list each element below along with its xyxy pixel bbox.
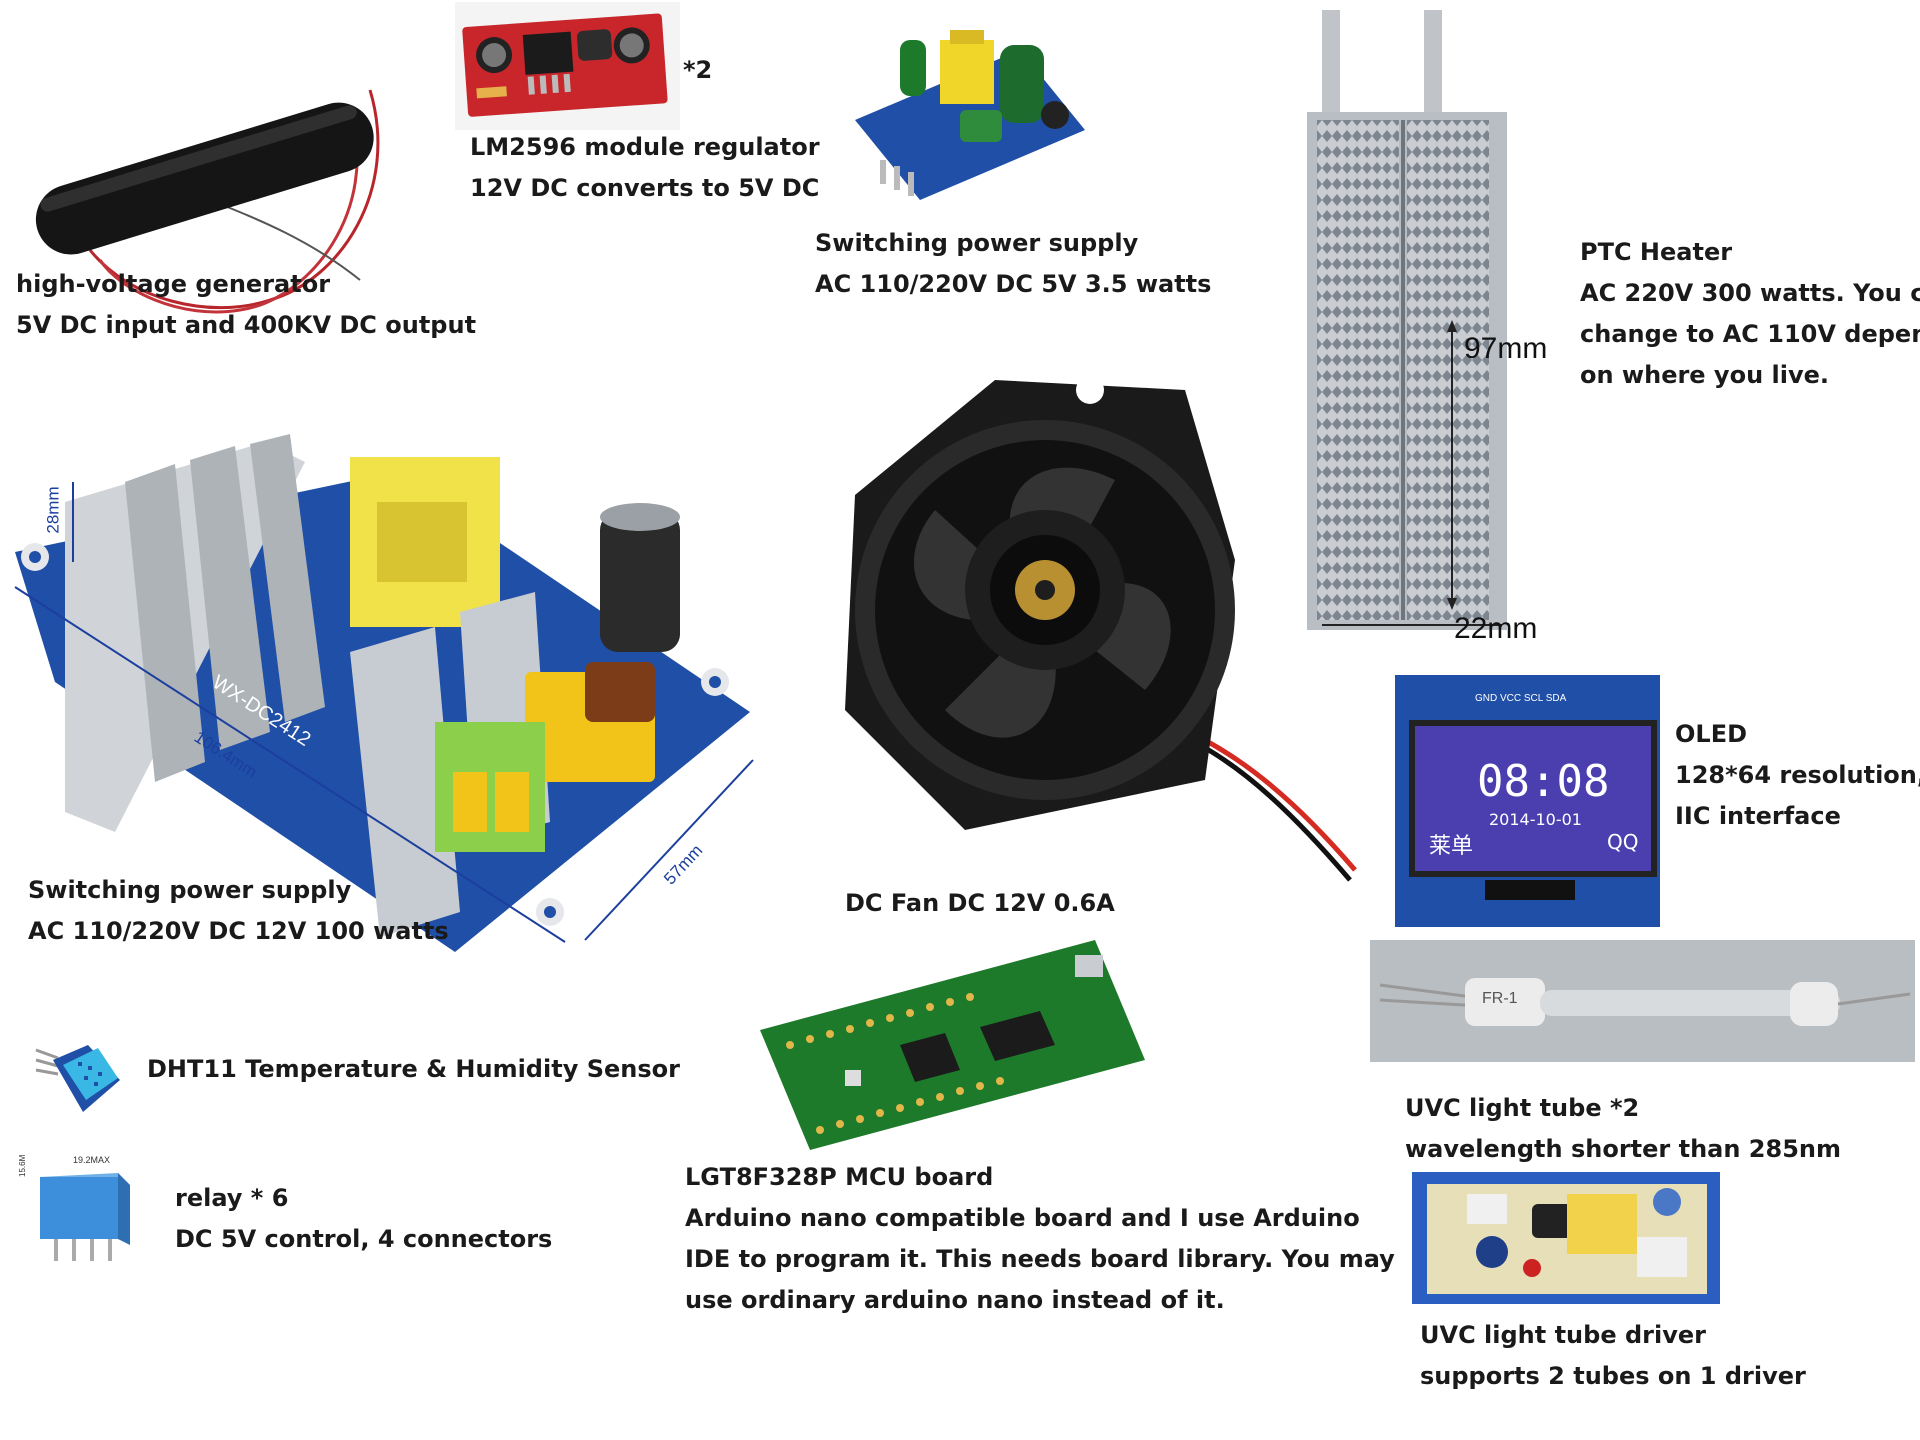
lm2596-label: LM2596 module regulator 12V DC converts … [470, 127, 820, 209]
oled-screen-time: 08:08 [1477, 756, 1610, 807]
hv-generator-line1: high-voltage generator [16, 270, 331, 298]
oled-ribbon [1485, 880, 1575, 900]
hv-generator-label: high-voltage generator 5V DC input and 4… [16, 264, 476, 346]
lm2596-line1: LM2596 module regulator [470, 133, 820, 161]
hv-generator-line2: 5V DC input and 400KV DC output [16, 311, 477, 339]
uvc-tube-mark: FR-1 [1482, 990, 1518, 1007]
uvc-tube-label: UVC light tube *2 wavelength shorter tha… [1405, 1088, 1841, 1170]
oled-screen: 08:08 2014-10-01 莱单 QQ [1409, 720, 1657, 877]
dht11-label: DHT11 Temperature & Humidity Sensor [147, 1049, 680, 1090]
oled-screen-right: QQ [1607, 830, 1639, 854]
relay-label: relay * 6 DC 5V control, 4 connectors [175, 1178, 552, 1260]
uvc-driver-label: UVC light tube driver supports 2 tubes o… [1420, 1315, 1806, 1397]
dht11-photo [28, 1030, 123, 1120]
uvc-driver-photo [1412, 1172, 1720, 1304]
mcu-line2: Arduino nano compatible board and I use … [685, 1204, 1360, 1232]
dc-fan-photo [815, 360, 1360, 885]
ptc-height-dim: 97mm [1464, 332, 1548, 365]
small-psu-label: Switching power supply AC 110/220V DC 5V… [815, 223, 1211, 305]
big-psu-dim-height: 28mm [43, 486, 63, 534]
oled-line1: OLED [1675, 720, 1748, 748]
ptc-heater-line1: PTC Heater [1580, 238, 1733, 266]
relay-line2: DC 5V control, 4 connectors [175, 1225, 553, 1253]
uvc-tube-line2: wavelength shorter than 285nm [1405, 1135, 1841, 1163]
oled-photo: GND VCC SCL SDA 08:08 2014-10-01 莱单 QQ [1395, 675, 1660, 927]
small-psu-line1: Switching power supply [815, 229, 1139, 257]
uvc-tube-photo: FR-1 [1370, 940, 1915, 1062]
ptc-heater-label: PTC Heater AC 220V 300 watts. You can ch… [1580, 232, 1920, 396]
relay-line1: relay * 6 [175, 1184, 289, 1212]
oled-pins: GND VCC SCL SDA [1475, 693, 1567, 704]
mcu-line4: use ordinary arduino nano instead of it. [685, 1286, 1225, 1314]
big-psu-line2: AC 110/220V DC 12V 100 watts [28, 917, 449, 945]
big-psu-photo [5, 352, 760, 982]
lm2596-photo [455, 2, 680, 130]
mcu-line3: IDE to program it. This needs board libr… [685, 1245, 1395, 1273]
uvc-driver-line1: UVC light tube driver [1420, 1321, 1706, 1349]
ptc-heater-line3: change to AC 110V depend [1580, 320, 1920, 348]
lm2596-line2: 12V DC converts to 5V DC [470, 174, 820, 202]
ptc-heater-line4: on where you live. [1580, 361, 1829, 389]
uvc-tube-line1: UVC light tube *2 [1405, 1094, 1640, 1122]
oled-line2: 128*64 resolution, [1675, 761, 1920, 789]
mcu-photo [755, 935, 1150, 1160]
oled-screen-date: 2014-10-01 [1489, 810, 1582, 829]
hv-generator-photo [10, 50, 430, 350]
big-psu-label: Switching power supply AC 110/220V DC 12… [28, 870, 449, 952]
relay-dim-w: 19.2MAX [73, 1155, 111, 1165]
uvc-driver-line2: supports 2 tubes on 1 driver [1420, 1362, 1806, 1390]
mcu-line1: LGT8F328P MCU board [685, 1163, 994, 1191]
dc-fan-line1: DC Fan DC 12V 0.6A [845, 889, 1115, 917]
small-psu-photo [840, 20, 1100, 205]
small-psu-line2: AC 110/220V DC 5V 3.5 watts [815, 270, 1212, 298]
dht11-line1: DHT11 Temperature & Humidity Sensor [147, 1055, 680, 1083]
relay-photo: 19.2MAX 15.6MAX [18, 1155, 136, 1273]
dc-fan-label: DC Fan DC 12V 0.6A [845, 883, 1115, 924]
ptc-heater-line2: AC 220V 300 watts. You can [1580, 279, 1920, 307]
big-psu-line1: Switching power supply [28, 876, 352, 904]
mcu-label: LGT8F328P MCU board Arduino nano compati… [685, 1157, 1395, 1321]
ptc-heater-photo [1282, 0, 1572, 650]
oled-label: OLED 128*64 resolution, IIC interface [1675, 714, 1920, 837]
oled-screen-left: 莱单 [1429, 834, 1474, 859]
oled-line3: IIC interface [1675, 802, 1841, 830]
lm2596-qty: *2 [683, 56, 713, 84]
ptc-width-dim: 22mm [1454, 612, 1538, 645]
